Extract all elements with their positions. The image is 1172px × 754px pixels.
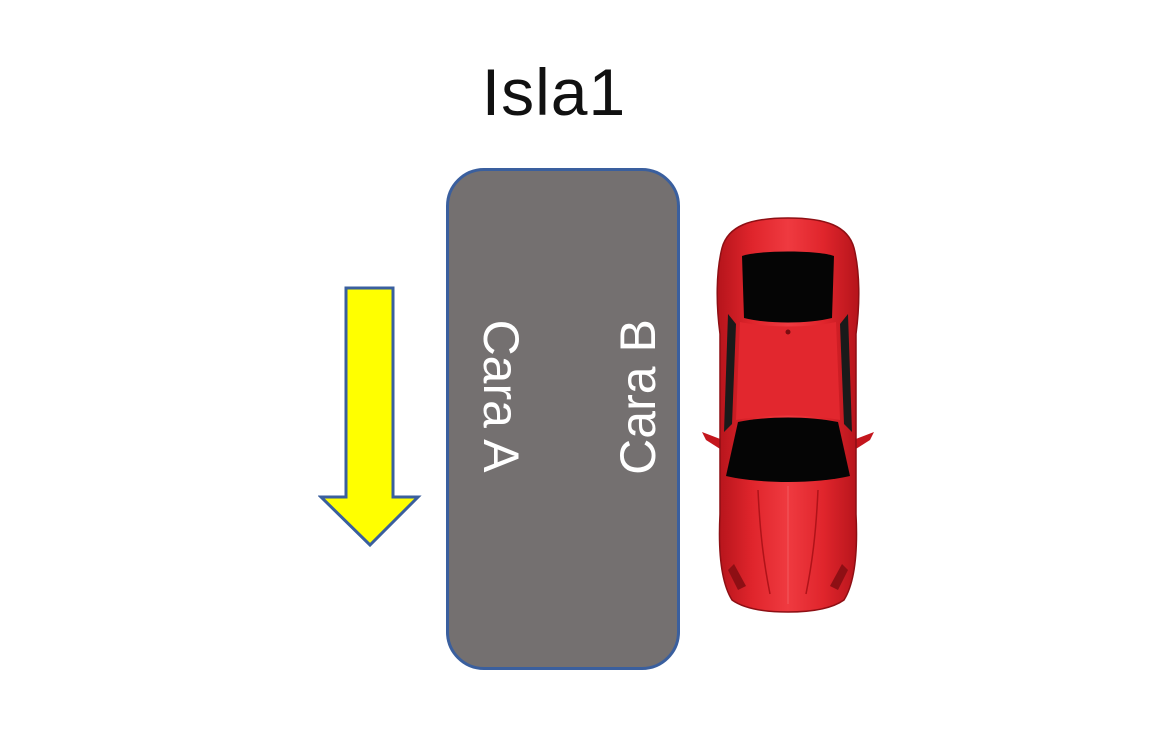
diagram-title: Isla1 xyxy=(481,55,627,129)
island-block xyxy=(446,168,680,670)
face-a-label: Cara A xyxy=(473,319,529,473)
face-b-label: Cara B xyxy=(610,319,666,475)
car-icon xyxy=(702,217,874,613)
arrow-down-icon xyxy=(318,286,422,548)
